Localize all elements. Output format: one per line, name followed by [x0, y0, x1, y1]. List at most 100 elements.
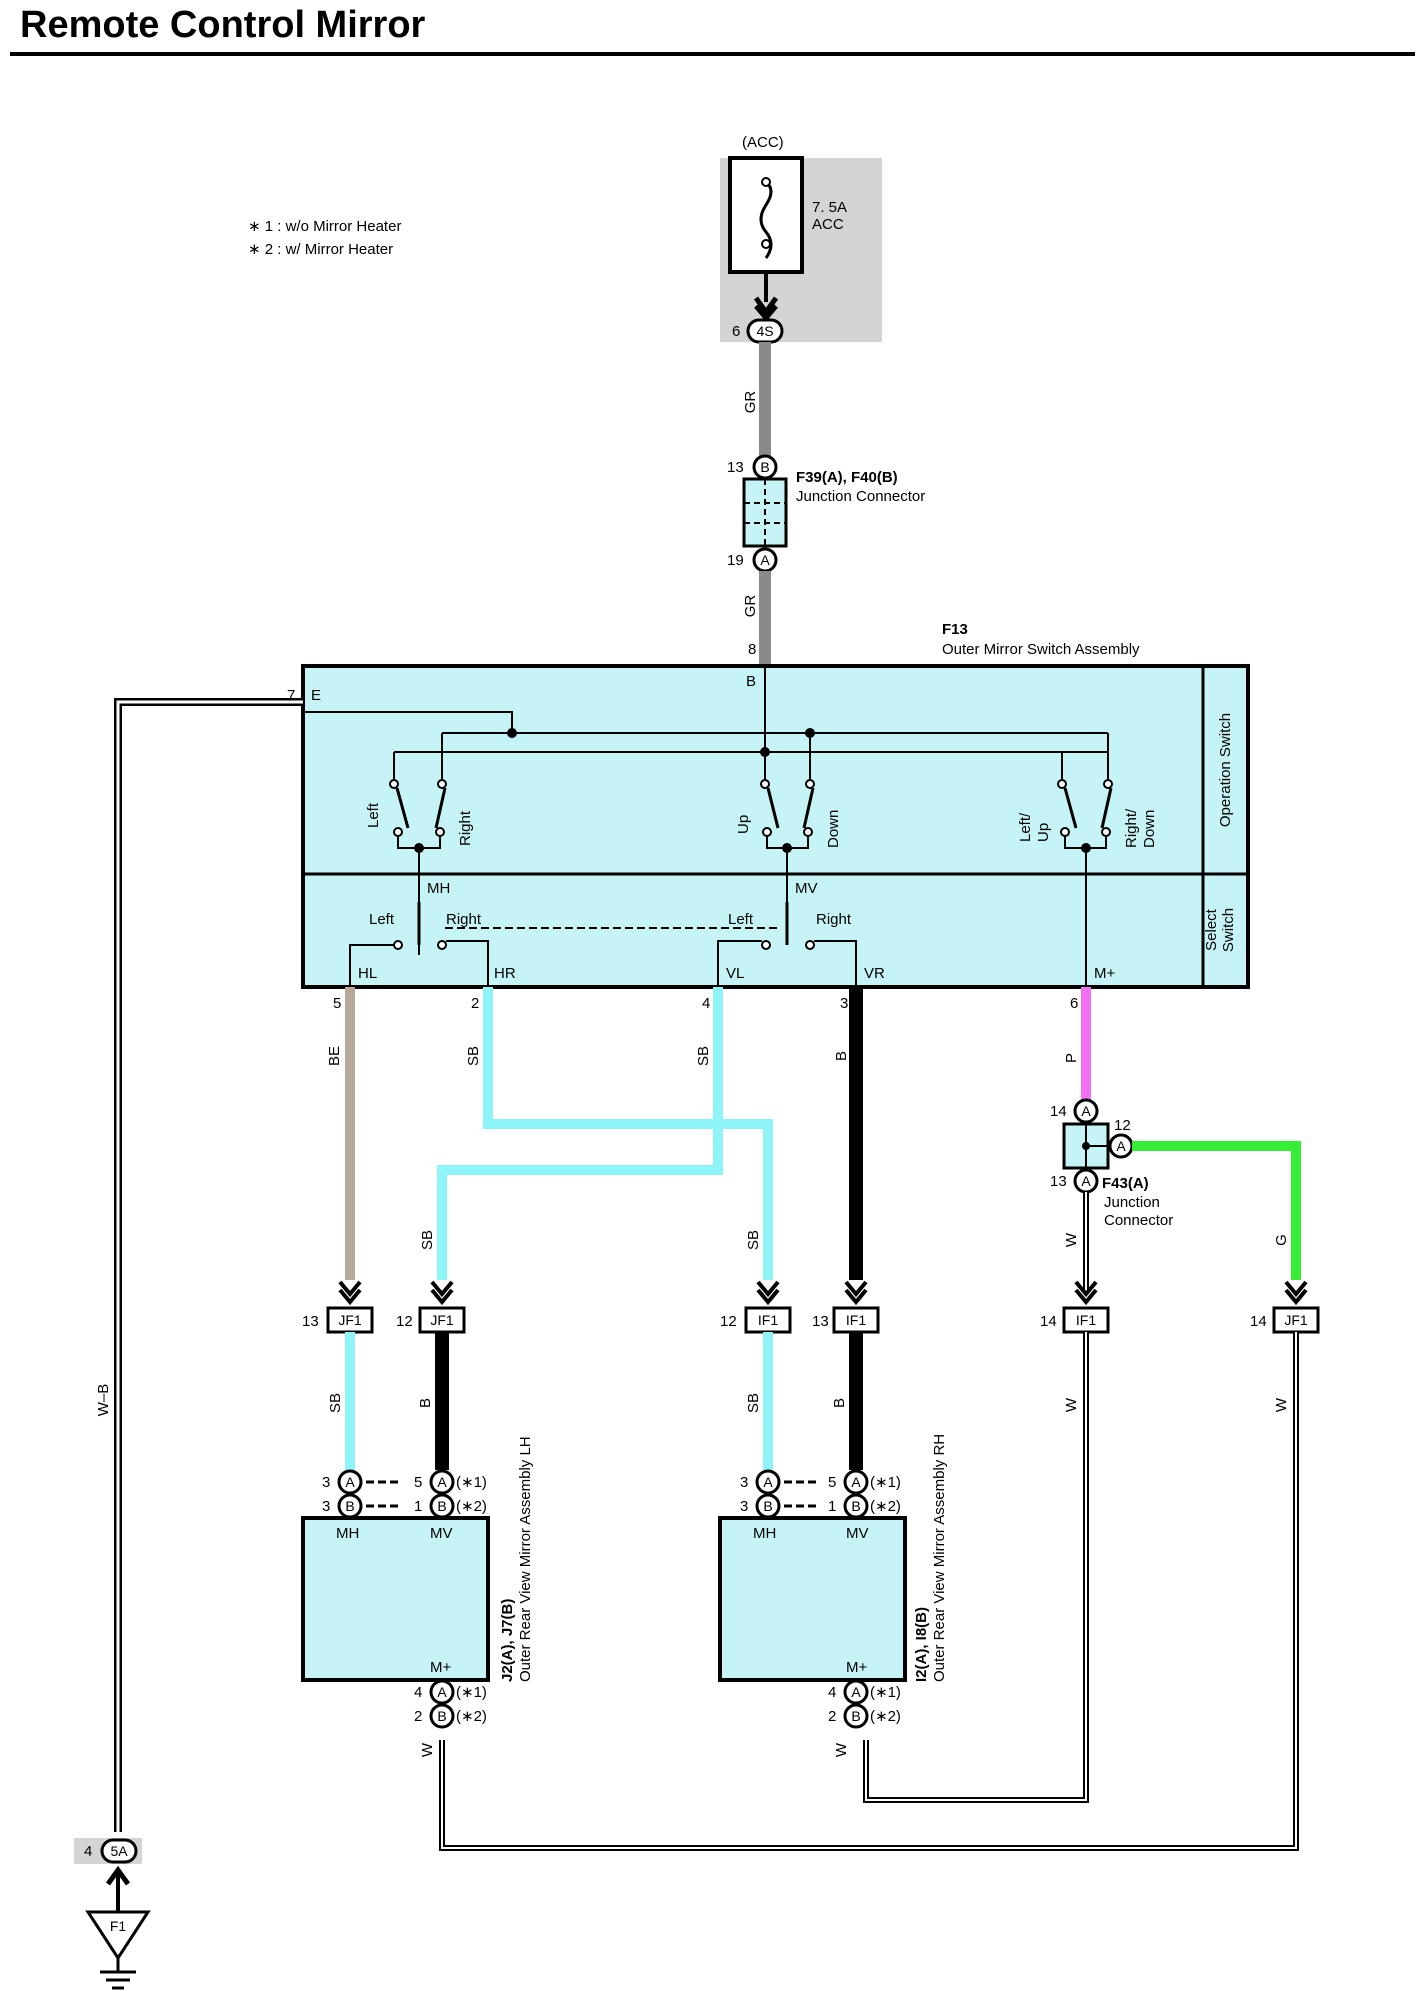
lh-tag-3: A	[437, 1474, 447, 1490]
label-down: Down	[825, 810, 842, 848]
rh-pin-4: 1	[828, 1498, 836, 1515]
f39-pin-top: 13	[727, 459, 744, 476]
pin-vr: 3	[840, 995, 848, 1012]
switch-name: Outer Mirror Switch Assembly	[942, 641, 1140, 658]
connector-6-pin: 14	[1250, 1313, 1267, 1330]
label-left-up-1: Left/	[1017, 812, 1034, 842]
wire-gr-label-2: GR	[742, 595, 759, 618]
fuse-supply: (ACC)	[742, 134, 784, 151]
rh-tag-5: A	[851, 1684, 861, 1700]
lh-pin-5: 4	[414, 1684, 422, 1701]
f43-tag-3: A	[1081, 1173, 1091, 1189]
f43-tag-2: A	[1116, 1138, 1126, 1154]
ground-symbol-icon	[85, 1910, 151, 1961]
wire-g	[1132, 1141, 1301, 1280]
pin-mplus: 6	[1070, 995, 1078, 1012]
label-right-down-2: Down	[1141, 810, 1158, 848]
wire-g-label: G	[1273, 1234, 1290, 1246]
ground-name: F1	[110, 1918, 127, 1934]
rh-note-3: (∗1)	[870, 1684, 901, 1701]
rh-pin-3: 5	[828, 1474, 836, 1491]
lh-pin-1: 3	[322, 1474, 330, 1491]
fuse-arrow-icon	[753, 296, 779, 317]
lh-pin-3: 5	[414, 1474, 422, 1491]
label-left-up-2: Up	[1035, 823, 1052, 842]
lh-ids: J2(A), J7(B)	[499, 1599, 516, 1682]
rh-note-4: (∗2)	[870, 1708, 901, 1725]
terminal-hr: HR	[494, 965, 516, 982]
label-right-down-1: Right/	[1123, 808, 1140, 848]
connector-2-pin: 12	[396, 1313, 413, 1330]
fuse-rating: 7. 5A	[812, 199, 847, 216]
select-mh: MH	[427, 880, 450, 897]
f43-pin-14: 14	[1050, 1103, 1067, 1120]
lh-mh: MH	[336, 1525, 359, 1542]
pin-vl: 4	[702, 995, 710, 1012]
operation-switch-label: Operation Switch	[1217, 713, 1234, 827]
wire-p-label: P	[1063, 1053, 1080, 1063]
wire-sb-vl	[437, 987, 723, 1280]
terminal-vr: VR	[864, 965, 885, 982]
f39-subtitle: Junction Connector	[796, 488, 925, 505]
wire-b-label-2: B	[417, 1398, 434, 1408]
rh-pin-5: 4	[828, 1684, 836, 1701]
switch-id: F13	[942, 621, 968, 638]
wire-w-label-2: W	[1063, 1397, 1080, 1412]
f43-pin-12: 12	[1114, 1117, 1131, 1134]
rh-tag-6: B	[851, 1708, 860, 1724]
rh-name: Outer Rear View Mirror Assembly RH	[931, 1434, 948, 1682]
wire-sb-hr	[483, 987, 773, 1280]
select-right-2: Right	[816, 911, 852, 928]
select-mv: MV	[795, 880, 818, 897]
wire-sb-label-6: SB	[745, 1393, 762, 1413]
rh-ids: I2(A), I8(B)	[913, 1607, 930, 1682]
rh-pin-1: 3	[740, 1474, 748, 1491]
select-left-1: Left	[369, 911, 395, 928]
lh-name: Outer Rear View Mirror Assembly LH	[517, 1436, 534, 1682]
wire-w-b: W–B	[95, 698, 303, 1832]
connector-row: JF1 13 JF1 12 IF1 12 IF1 13 IF1 14 JF1 1…	[302, 1306, 1320, 1334]
f39-title: F39(A), F40(B)	[796, 469, 898, 486]
rh-mv: MV	[846, 1525, 869, 1542]
ground-connector: 5A	[110, 1843, 128, 1859]
rh-pin-6: 2	[828, 1708, 836, 1725]
lh-mv: MV	[430, 1525, 453, 1542]
junction-f43: A 14 A 12 A 13 F43(A) Junction Connector	[1050, 1098, 1173, 1229]
fuse-name: ACC	[812, 216, 844, 233]
terminal-b: B	[746, 673, 756, 690]
wire-b-label-1: B	[833, 1051, 850, 1061]
select-right-1: Right	[446, 911, 482, 928]
lh-tag-5: A	[437, 1684, 447, 1700]
pin-hl: 5	[333, 995, 341, 1012]
note-1: ∗ 1 : w/o Mirror Heater	[248, 218, 401, 235]
wire-sb-label-5: SB	[327, 1393, 344, 1413]
lh-tag-6: B	[437, 1708, 446, 1724]
switch-corner	[1057, 779, 1113, 987]
f43-tag-1: A	[1081, 1103, 1091, 1119]
f39-tag-top: B	[760, 459, 769, 475]
ground-group: 5A 4 F1	[74, 1838, 151, 1990]
lh-tag-4: B	[437, 1498, 446, 1514]
connector-3-pin: 12	[720, 1313, 737, 1330]
lh-tag-1: A	[345, 1474, 355, 1490]
lh-note-3: (∗1)	[456, 1684, 487, 1701]
rh-note-1: (∗1)	[870, 1474, 901, 1491]
connector-4-name: IF1	[846, 1312, 866, 1328]
terminal-mplus: M+	[1094, 965, 1115, 982]
connector-6-name: JF1	[1284, 1312, 1308, 1328]
connector-arrows	[338, 1280, 1308, 1306]
terminal-vl: VL	[726, 965, 744, 982]
label-right: Right	[457, 810, 474, 846]
f43-title: F43(A)	[1102, 1175, 1149, 1192]
lh-note-1: (∗1)	[456, 1474, 487, 1491]
connector-2-name: JF1	[430, 1312, 454, 1328]
lh-pin-2: 3	[322, 1498, 330, 1515]
select-left-2: Left	[728, 911, 754, 928]
rh-tag-1: A	[763, 1474, 773, 1490]
wire-sb-label-1: SB	[465, 1046, 482, 1066]
title-underline	[10, 52, 1415, 56]
f39-pin-bottom: 19	[727, 552, 744, 569]
fuse-connector: 4S	[756, 323, 773, 339]
rh-tag-2: B	[763, 1498, 772, 1514]
